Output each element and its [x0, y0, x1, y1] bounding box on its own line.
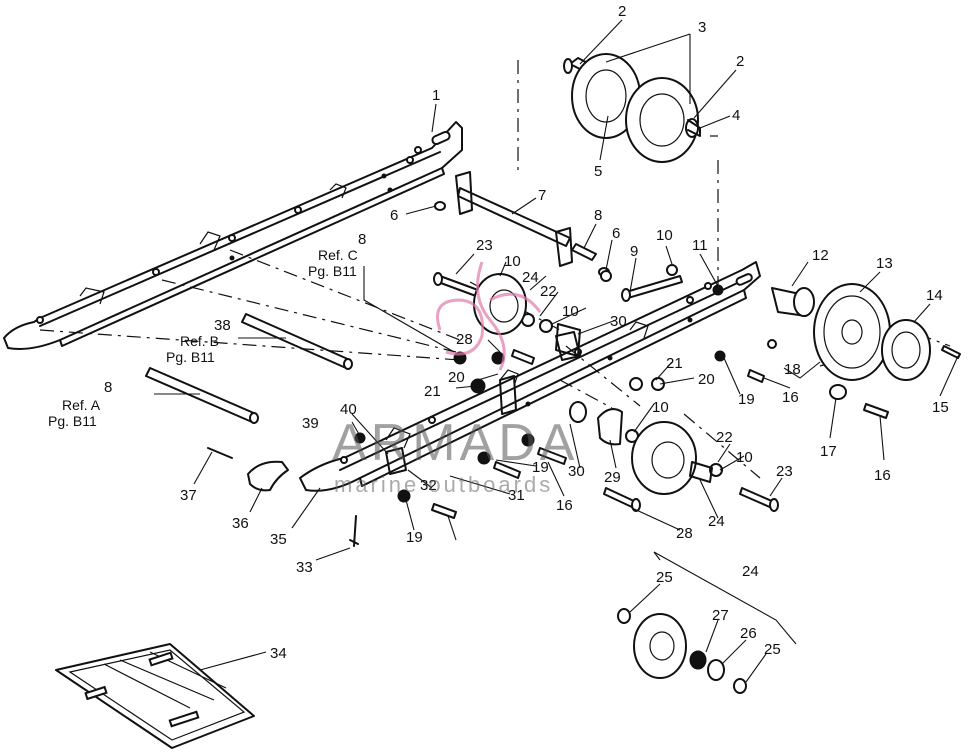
callout-30: 30 — [568, 463, 585, 480]
callout-31: 31 — [508, 487, 525, 504]
callout-37: 37 — [180, 487, 197, 504]
callout-8: 8 — [594, 207, 602, 224]
right-slide-rail — [299, 261, 761, 492]
callout-27: 27 — [712, 607, 729, 624]
callout-25: 25 — [656, 569, 673, 586]
callout-19: 19 — [738, 391, 755, 408]
callout-labels: 1 2 2 3 4 5 6 6 7 8 8 9 10 10 10 10 10 1… — [180, 3, 949, 662]
callout-29: 29 — [604, 469, 621, 486]
callout-10: 10 — [504, 253, 521, 270]
rear-wheel-assembly — [771, 283, 931, 381]
callout-21: 21 — [424, 383, 441, 400]
rear-idler-wheel-set — [563, 53, 701, 163]
callout-17: 17 — [820, 443, 837, 460]
ref-b-line2: Pg. B11 — [166, 349, 215, 365]
wheel-detail-assembly — [617, 551, 797, 694]
callout-33: 33 — [296, 559, 313, 576]
callout-3: 3 — [698, 19, 706, 36]
callout-2: 2 — [618, 3, 626, 20]
callout-9: 9 — [630, 243, 638, 260]
pivot-blocks — [385, 331, 581, 475]
callout-5: 5 — [594, 163, 602, 180]
callout-1: 1 — [432, 87, 440, 104]
callout-25: 25 — [764, 641, 781, 658]
callout-38: 38 — [214, 317, 231, 334]
ref-a-line1: Ref. A — [62, 397, 101, 413]
reference-notes: Ref. C Pg. B11 Ref. B Pg. B11 8 Ref. A P… — [48, 247, 358, 429]
callout-13: 13 — [876, 255, 893, 272]
callout-16: 16 — [782, 389, 799, 406]
callout-39: 39 — [302, 415, 319, 432]
callout-6: 6 — [612, 225, 620, 242]
callout-23: 23 — [476, 237, 493, 254]
callout-22: 22 — [716, 429, 733, 446]
callout-16: 16 — [556, 497, 573, 514]
callout-19: 19 — [532, 459, 549, 476]
callout-15: 15 — [932, 399, 949, 416]
cross-rods — [145, 313, 353, 424]
callout-32: 32 — [420, 477, 437, 494]
callout-24: 24 — [522, 269, 539, 286]
watermark-logo — [436, 261, 542, 371]
ref-c-line1: Ref. C — [318, 247, 358, 263]
callout-30: 30 — [610, 313, 627, 330]
washers-and-nuts — [354, 264, 847, 503]
callout-28: 28 — [676, 525, 693, 542]
callout-24: 24 — [708, 513, 725, 530]
wear-plate — [55, 643, 255, 749]
callout-8-ref-a: 8 — [104, 379, 112, 396]
callout-23: 23 — [776, 463, 793, 480]
callout-21: 21 — [666, 355, 683, 372]
callout-22: 22 — [540, 283, 557, 300]
left-slide-rail — [3, 121, 463, 350]
callout-28: 28 — [456, 331, 473, 348]
callout-2: 2 — [736, 53, 744, 70]
callout-34: 34 — [270, 645, 287, 662]
callout-11: 11 — [692, 237, 708, 254]
ref-a-line2: Pg. B11 — [48, 413, 97, 429]
callout-18: 18 — [784, 361, 801, 378]
callout-6: 6 — [390, 207, 398, 224]
watermark: ARMADA marine outboards — [332, 261, 578, 497]
callout-4: 4 — [732, 107, 740, 124]
callout-19: 19 — [406, 529, 423, 546]
watermark-tagline: marine outboards — [334, 472, 553, 497]
leader-lines — [154, 19, 959, 683]
front-hook-and-pins — [207, 447, 359, 547]
callout-36: 36 — [232, 515, 249, 532]
callout-20: 20 — [448, 369, 465, 386]
callout-10: 10 — [656, 227, 673, 244]
cross-shaft — [434, 171, 610, 277]
callout-20: 20 — [698, 371, 715, 388]
bolts — [431, 272, 961, 519]
callout-10: 10 — [736, 449, 753, 466]
callout-10: 10 — [652, 399, 669, 416]
callout-16: 16 — [874, 467, 891, 484]
ref-b-line1: Ref. B — [180, 333, 219, 349]
watermark-brand: ARMADA — [332, 414, 578, 472]
callout-35: 35 — [270, 531, 287, 548]
callout-8: 8 — [358, 231, 366, 248]
callout-24: 24 — [742, 563, 759, 580]
callout-40: 40 — [340, 401, 357, 418]
callout-12: 12 — [812, 247, 829, 264]
callout-7: 7 — [538, 187, 546, 204]
ref-c-line2: Pg. B11 — [308, 263, 357, 279]
callout-10: 10 — [562, 303, 579, 320]
callout-14: 14 — [926, 287, 943, 304]
callout-26: 26 — [740, 625, 757, 642]
